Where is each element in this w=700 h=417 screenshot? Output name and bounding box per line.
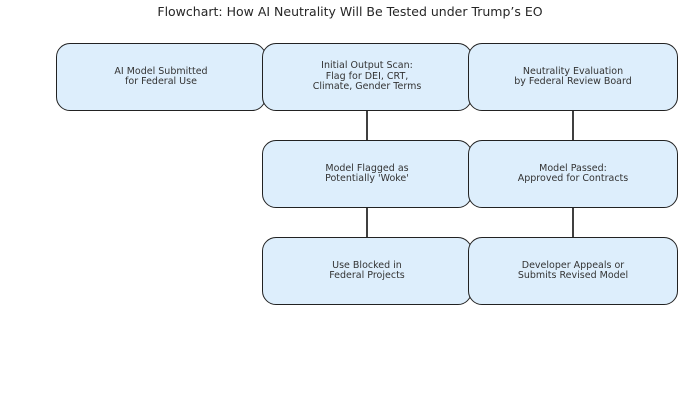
node-initial-output-scan: Initial Output Scan: Flag for DEI, CRT, … bbox=[262, 43, 472, 111]
node-model-submitted: AI Model Submitted for Federal Use bbox=[56, 43, 266, 111]
node-model-flagged: Model Flagged as Potentially 'Woke' bbox=[262, 140, 472, 208]
node-developer-appeals: Developer Appeals or Submits Revised Mod… bbox=[468, 237, 678, 305]
diagram-title: Flowchart: How AI Neutrality Will Be Tes… bbox=[157, 4, 543, 19]
node-use-blocked: Use Blocked in Federal Projects bbox=[262, 237, 472, 305]
node-neutrality-evaluation: Neutrality Evaluation by Federal Review … bbox=[468, 43, 678, 111]
node-model-passed: Model Passed: Approved for Contracts bbox=[468, 140, 678, 208]
